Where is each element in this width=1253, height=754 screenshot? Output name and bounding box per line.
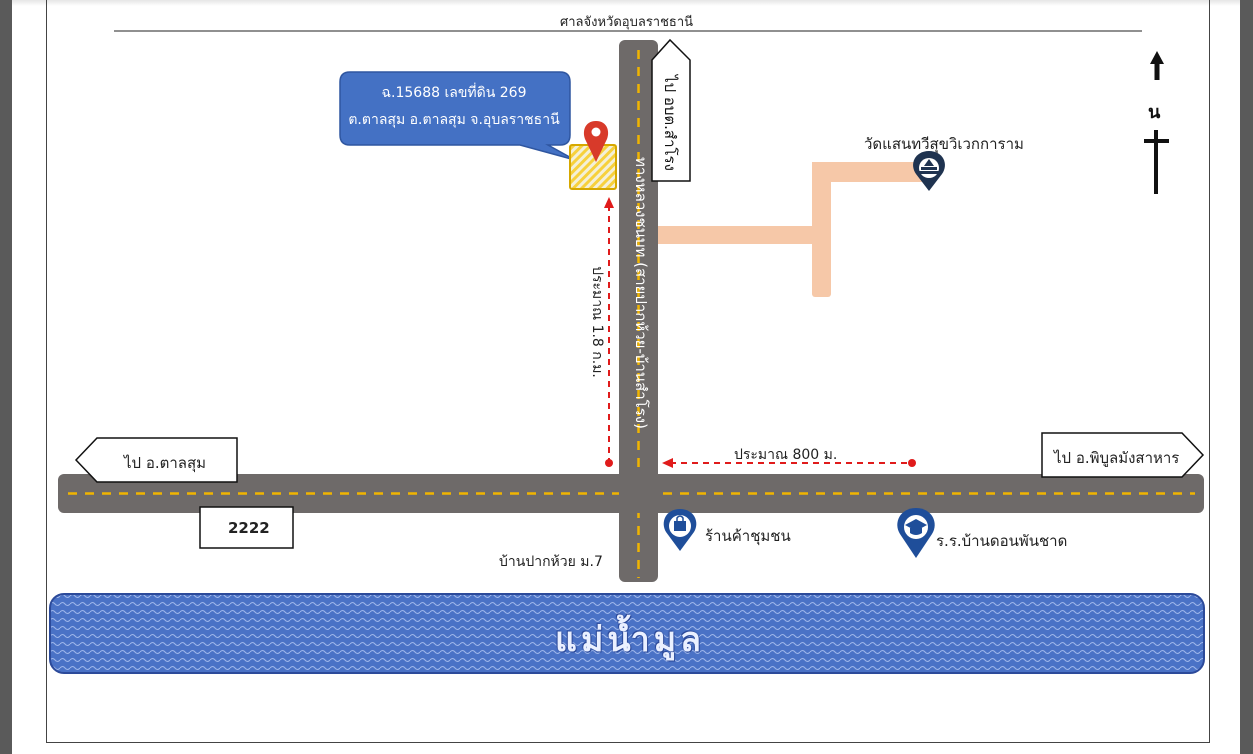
horizontal-road: [58, 474, 1204, 513]
sign-right-label: ไป อ.พิบูลมังสาหาร: [1054, 449, 1180, 467]
sign-left-label: ไป อ.ตาลสุม: [124, 454, 207, 472]
road-number-label: 2222: [228, 519, 270, 537]
location-pin-icon: [583, 121, 609, 162]
distance-line-horizontal: [662, 458, 916, 468]
north-label: น: [1148, 102, 1161, 123]
sign-left-shape: [74, 437, 238, 483]
temple-icon: [913, 151, 945, 191]
north-arrow-icon: [1144, 51, 1169, 194]
river: [49, 593, 1205, 674]
callout-line-1: ฉ.15688 เลขที่ดิน 269: [381, 85, 527, 101]
top-label: ศาลจังหวัดอุบลราชธานี: [560, 15, 694, 30]
window-frame-left: [0, 0, 12, 754]
village-label: บ้านปากห้วย ม.7: [499, 554, 603, 570]
sign-up-shape: [651, 38, 691, 182]
window-frame-right: [1240, 0, 1253, 754]
distance-line-vertical: [604, 197, 614, 467]
school-icon: [897, 508, 935, 558]
location-callout: [339, 71, 576, 161]
temple-label: วัดแสนทวีสุขวิเวกการาม: [864, 135, 1024, 153]
shop-label: ร้านค้าชุมชน: [705, 527, 791, 545]
callout-line-2: ต.ตาลสุม อ.ตาลสุม จ.อุบลราชธานี: [348, 112, 560, 128]
sign-up-label: ไป อบต.สำโรง: [661, 75, 679, 171]
vertical-road-label: ทางหลวงชนบท (สายปากห้วย-บ้านสำโรง): [632, 157, 650, 429]
vertical-road: [619, 40, 658, 582]
distance-vertical-label: ประมาณ 1.8 ก.ม.: [589, 266, 605, 378]
sign-right-shape: [1041, 432, 1205, 478]
river-label: แม่น้ำมูล: [555, 620, 705, 660]
lane-to-temple: [656, 162, 922, 297]
distance-horizontal-label: ประมาณ 800 ม.: [734, 447, 838, 463]
shop-icon: [663, 509, 697, 551]
page-border: [46, 0, 1210, 743]
school-label: ร.ร.บ้านดอนพันชาด: [936, 532, 1068, 550]
page-top-shadow: [12, 0, 1240, 6]
road-number-box: [199, 506, 294, 549]
callout-text: ฉ.15688 เลขที่ดิน 269 ต.ตาลสุม อ.ตาลสุม …: [338, 80, 570, 134]
